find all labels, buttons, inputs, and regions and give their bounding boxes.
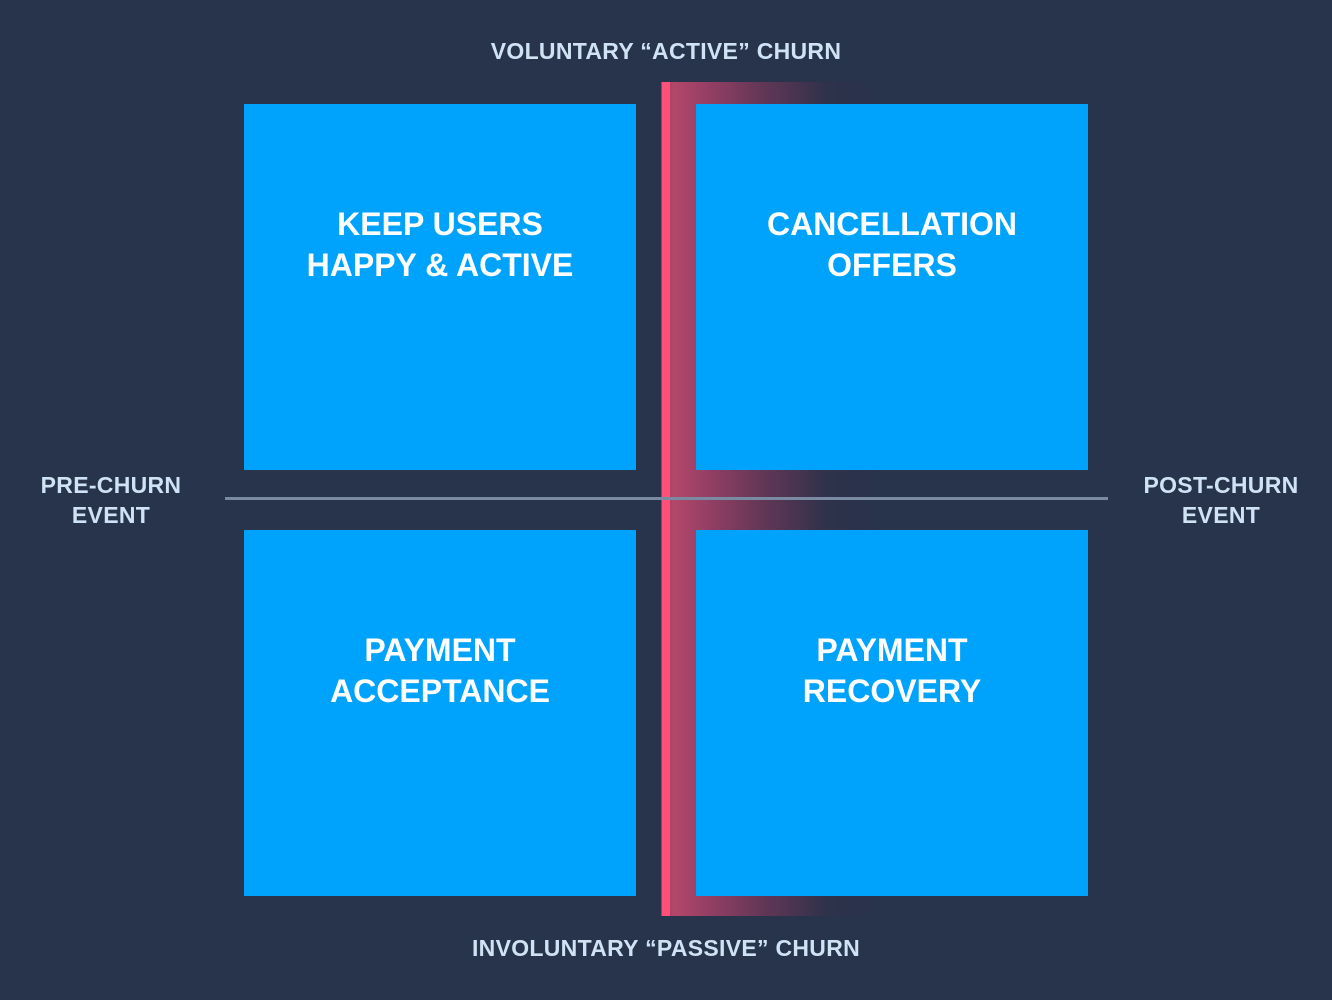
axis-label-post-churn: POST-CHURN EVENT xyxy=(1130,470,1312,530)
quadrant-title: PAYMENT RECOVERY xyxy=(803,630,981,712)
axis-label-voluntary-churn: VOLUNTARY “ACTIVE” CHURN xyxy=(490,38,842,64)
quadrant-payment-recovery: PAYMENT RECOVERY xyxy=(696,530,1088,896)
quadrant-title-line-2: ACCEPTANCE xyxy=(330,673,550,709)
quadrant-title-line-2: RECOVERY xyxy=(802,673,982,709)
horizontal-divider xyxy=(225,497,1108,500)
quadrant-title-line-1: KEEP USERS xyxy=(337,206,543,242)
quadrant-payment-acceptance: PAYMENT ACCEPTANCE xyxy=(244,530,636,896)
axis-label-involuntary-churn: INVOLUNTARY “PASSIVE” CHURN xyxy=(471,935,861,961)
axis-label-post-churn-line-1: POST-CHURN xyxy=(1143,472,1299,498)
quadrant-title: PAYMENT ACCEPTANCE xyxy=(330,630,550,712)
quadrant-keep-users-happy: KEEP USERS HAPPY & ACTIVE xyxy=(244,104,636,470)
axis-label-pre-churn-line-1: PRE-CHURN xyxy=(40,472,182,498)
quadrant-title-line-2: HAPPY & ACTIVE xyxy=(306,247,574,283)
axis-label-pre-churn: PRE-CHURN EVENT xyxy=(20,470,202,530)
quadrant-title-line-1: PAYMENT xyxy=(816,632,968,668)
quadrant-title-line-2: OFFERS xyxy=(827,247,957,283)
quadrant-title: CANCELLATION OFFERS xyxy=(767,204,1017,286)
axis-label-pre-churn-line-2: EVENT xyxy=(71,502,151,528)
quadrant-title-line-1: PAYMENT xyxy=(364,632,516,668)
axis-label-post-churn-line-2: EVENT xyxy=(1181,502,1261,528)
quadrant-cancellation-offers: CANCELLATION OFFERS xyxy=(696,104,1088,470)
quadrant-title: KEEP USERS HAPPY & ACTIVE xyxy=(307,204,574,286)
quadrant-title-line-1: CANCELLATION xyxy=(766,206,1018,242)
